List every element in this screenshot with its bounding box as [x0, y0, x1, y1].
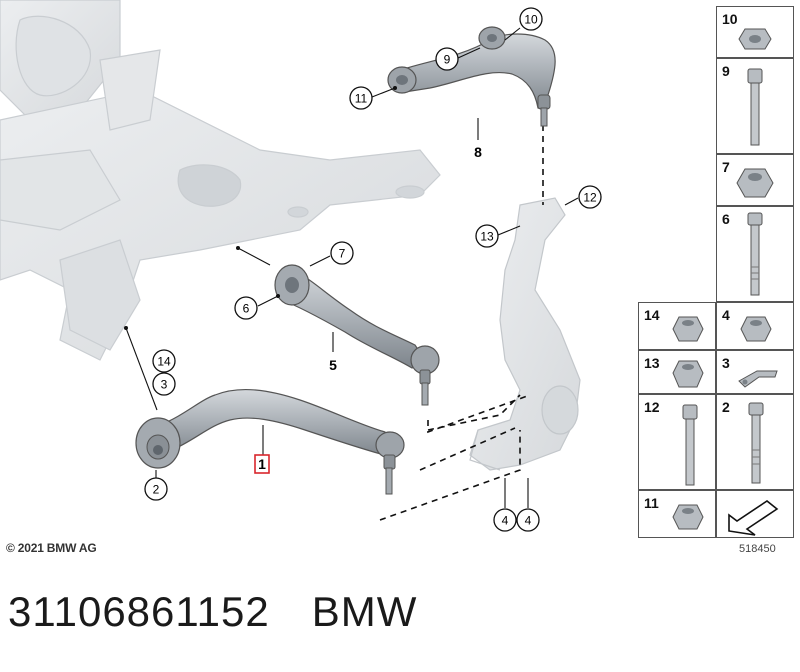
legend-cell-6: 6	[716, 206, 794, 302]
legend-cell-4: 4	[716, 302, 794, 350]
callout-9: 9	[435, 47, 459, 71]
legend-number: 10	[722, 11, 738, 27]
document-number: 518450	[739, 543, 776, 555]
callout-4-right: 4	[516, 508, 540, 532]
svg-text:6: 6	[243, 302, 250, 316]
legend-number: 4	[722, 307, 730, 323]
label-1-highlighted: 1	[254, 454, 270, 474]
flange-nut-icon	[740, 316, 772, 342]
callout-3: 3	[152, 372, 176, 396]
flange-nut-icon	[672, 316, 704, 342]
legend-cell-14: 14	[638, 302, 716, 350]
callout-12: 12	[578, 185, 602, 209]
label-8: 8	[474, 144, 482, 160]
upper-wishbone	[387, 26, 556, 127]
bolt-icon	[748, 402, 764, 484]
legend-cell-7: 7	[716, 154, 794, 206]
footer-caption: 31106861152 BMW	[8, 588, 417, 636]
callout-4-left: 4	[493, 508, 517, 532]
svg-text:13: 13	[480, 230, 494, 244]
svg-text:10: 10	[524, 13, 538, 27]
legend-number: 6	[722, 211, 730, 227]
bolt-icon	[682, 404, 698, 486]
flange-nut-icon	[738, 28, 772, 50]
leader-lines	[125, 27, 579, 508]
svg-text:12: 12	[583, 191, 597, 205]
svg-text:2: 2	[153, 483, 160, 497]
legend-number: 3	[722, 355, 730, 371]
legend-number: 13	[644, 355, 660, 371]
svg-text:11: 11	[355, 92, 368, 106]
bolt-icon	[747, 68, 763, 146]
steering-knuckle-ghost	[469, 197, 581, 471]
legend-cell-10: 10	[716, 6, 794, 58]
legend-number: 9	[722, 63, 730, 79]
parts-legend: 10 9 7 6 14	[638, 6, 794, 538]
legend-cell-2: 2	[716, 394, 794, 490]
legend-number: 11	[644, 495, 659, 511]
callout-11: 11	[349, 86, 373, 110]
copyright-text: © 2021 BMW AG	[6, 541, 97, 555]
legend-cell-13: 13	[638, 350, 716, 394]
callout-2: 2	[144, 477, 168, 501]
legend-cell-arrow	[716, 490, 794, 538]
arrow-icon	[728, 500, 779, 536]
svg-text:3: 3	[161, 378, 168, 392]
callout-13: 13	[475, 224, 499, 248]
svg-text:1: 1	[258, 456, 266, 472]
legend-number: 12	[644, 399, 660, 415]
label-5: 5	[329, 357, 337, 373]
legend-cell-12: 12	[638, 394, 716, 490]
legend-cell-11: 11	[638, 490, 716, 538]
parts-diagram: 10 9 11 12 13 7 6 14 3 2 4 4	[0, 0, 602, 532]
legend-cell-3: 3	[716, 350, 794, 394]
legend-cell-9: 9	[716, 58, 794, 154]
svg-text:4: 4	[502, 514, 509, 528]
brand-name: BMW	[311, 588, 418, 635]
hex-nut-icon	[672, 360, 704, 388]
subframe-ghost	[0, 0, 441, 361]
legend-number: 14	[644, 307, 660, 323]
flange-nut-icon	[672, 504, 704, 530]
bolt-icon	[747, 212, 763, 296]
callout-10: 10	[519, 7, 543, 31]
tension-strut	[274, 264, 440, 406]
hex-nut-icon	[736, 168, 774, 198]
legend-number: 7	[722, 159, 730, 175]
svg-text:4: 4	[525, 514, 532, 528]
callout-7: 7	[330, 241, 354, 265]
callout-6: 6	[234, 296, 258, 320]
svg-text:7: 7	[339, 247, 346, 261]
bracket-clip-icon	[738, 370, 778, 388]
lower-wishbone	[135, 388, 405, 495]
leader-dots	[124, 86, 397, 330]
assembly-dash-lines	[379, 125, 544, 521]
svg-text:14: 14	[157, 355, 171, 369]
callout-14: 14	[152, 349, 176, 373]
legend-number: 2	[722, 399, 730, 415]
part-number: 31106861152	[8, 588, 270, 635]
svg-text:9: 9	[444, 53, 451, 67]
